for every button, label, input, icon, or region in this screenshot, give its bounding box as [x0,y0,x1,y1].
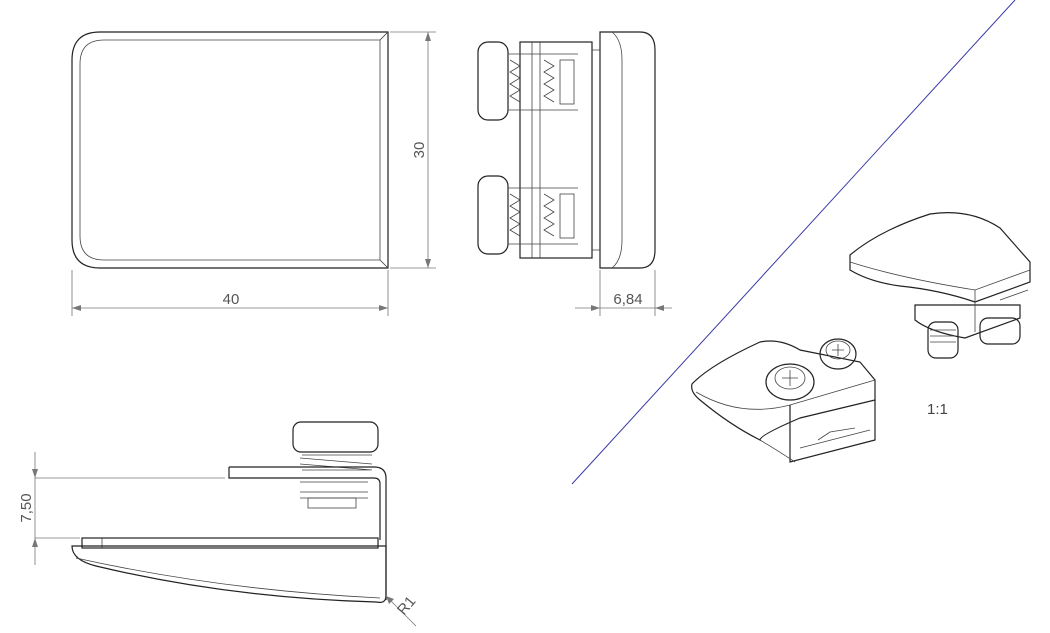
bottom-view [71,421,387,603]
dimension-depth: 6,84 [575,270,672,316]
dimension-width-label: 40 [223,291,240,308]
dimension-radius-label: R1 [394,593,419,619]
dimension-offset-label: 7,50 [18,493,35,522]
dimension-depth-label: 6,84 [613,291,642,308]
isometric-view-bottom [691,338,876,463]
front-view [71,31,389,269]
side-view [477,31,656,269]
dimension-height: 30 [390,31,436,269]
dimension-radius: R1 [385,593,419,627]
scale-label: 1:1 [927,401,948,418]
dimension-height-label: 30 [411,142,428,159]
isometric-view-top [849,212,1031,359]
dimension-offset: 7,50 [18,452,225,565]
dimension-width: 40 [71,270,389,316]
section-line [571,0,1016,485]
screw-bottom [477,175,578,255]
screw-top [477,41,578,121]
